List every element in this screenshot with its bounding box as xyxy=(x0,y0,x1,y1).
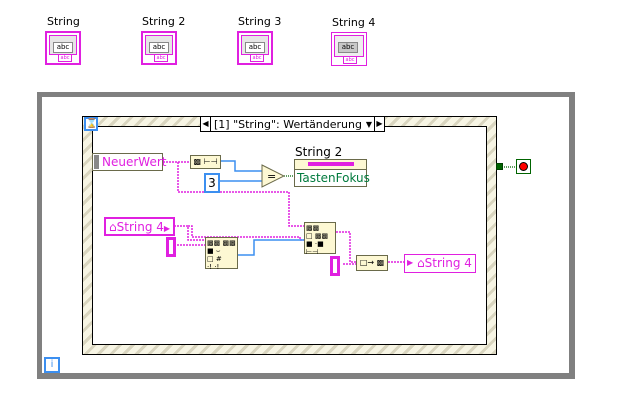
property-node-label: String 2 xyxy=(295,145,343,159)
type-tag: abc xyxy=(154,54,168,62)
search-split-string-function[interactable]: ▩▩ ▩▩■ ⌣□ #·! ·! xyxy=(205,237,238,271)
event-data-node[interactable]: NeuerWert xyxy=(92,153,167,171)
string-constant[interactable] xyxy=(330,256,340,276)
terminal-string-3[interactable]: abc abc xyxy=(237,31,273,65)
numeric-constant[interactable]: 3 xyxy=(204,173,220,193)
terminal-glyph: abc xyxy=(149,42,169,53)
numeric-wire xyxy=(221,160,262,172)
string-wire xyxy=(168,225,205,241)
terminal-string-4[interactable]: abc abc xyxy=(331,32,367,66)
type-tag: abc xyxy=(250,54,264,62)
local-variable-label: String 4 xyxy=(116,220,164,234)
string-wire xyxy=(177,162,304,227)
local-variable-string-4-read[interactable]: ⌂String 4▶ xyxy=(104,217,176,236)
property-name: TastenFokus xyxy=(297,171,370,185)
string-length-function[interactable]: ▩ ⊢⊣ xyxy=(190,155,221,169)
stop-icon xyxy=(519,162,528,171)
timeout-terminal: ⌛ xyxy=(84,117,98,131)
terminal-string-2[interactable]: abc abc xyxy=(141,31,177,65)
event-case-selector[interactable]: ◀ [1] "String": Wertänderung ▼ ▶ xyxy=(200,116,385,132)
terminal-label-string-2: String 2 xyxy=(142,15,186,28)
terminal-label-string: String xyxy=(47,15,80,28)
type-tag: abc xyxy=(58,54,72,62)
input-arrow-icon: ▶ xyxy=(407,258,414,267)
terminal-label-string-3: String 3 xyxy=(238,15,282,28)
iteration-terminal: i xyxy=(44,357,60,373)
dropdown-arrow-icon[interactable]: ▼ xyxy=(365,120,372,129)
case-selector-label: [1] "String": Wertänderung xyxy=(214,118,362,131)
svg-text:=: = xyxy=(267,170,276,183)
local-variable-label: String 4 xyxy=(424,256,472,270)
tunnel xyxy=(496,163,503,170)
numeric-wire xyxy=(238,239,304,256)
decrement-arrow-icon[interactable]: ◀ xyxy=(201,117,211,131)
terminal-glyph: abc xyxy=(338,42,358,53)
terminal-label-string-4: String 4 xyxy=(332,16,376,29)
terminal-glyph: abc xyxy=(53,42,73,53)
string-subset-function[interactable]: ▩▩ □ ▩▩■ ·■⊢⊣ xyxy=(304,222,336,256)
terminal-string[interactable]: abc abc xyxy=(45,31,81,65)
property-node[interactable]: TastenFokus xyxy=(294,159,370,187)
increment-arrow-icon[interactable]: ▶ xyxy=(374,117,384,131)
type-tag: abc xyxy=(343,56,357,64)
local-variable-string-4-write[interactable]: ▶⌂String 4 xyxy=(404,254,476,273)
terminal-glyph: abc xyxy=(245,42,265,53)
stop-button[interactable] xyxy=(516,159,531,174)
concatenate-strings-function[interactable]: □→ ▩ xyxy=(356,255,388,271)
event-data-label: NeuerWert xyxy=(102,155,167,169)
string-constant[interactable] xyxy=(166,237,176,257)
string-wire xyxy=(336,231,356,263)
equal-function[interactable]: = xyxy=(261,164,285,188)
home-icon: ⌂ xyxy=(417,256,425,270)
home-icon: ⌂ xyxy=(109,220,117,234)
output-arrow-icon: ▶ xyxy=(163,224,171,233)
